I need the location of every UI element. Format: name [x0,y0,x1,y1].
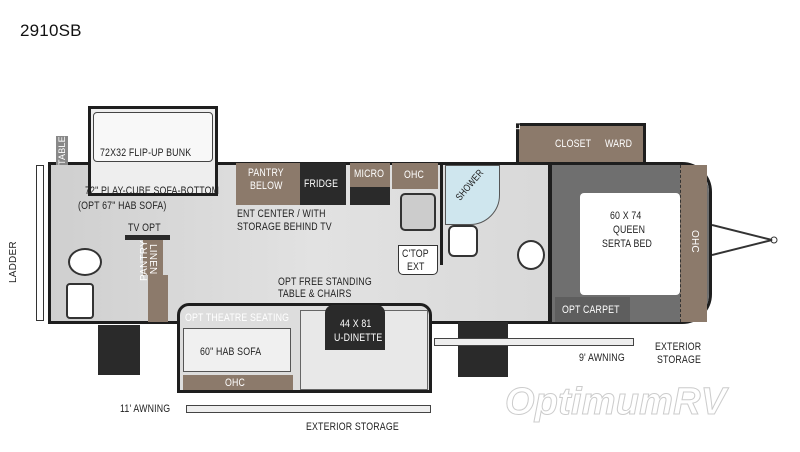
linen-label: LINEN [512,99,523,130]
bedroom-ohc [680,165,707,322]
ctop-label: EXT [407,261,425,273]
linen-cabinet [143,240,163,275]
dinette-label: U-DINETTE [334,332,383,344]
exterior-storage-label: STORAGE [657,354,701,366]
bed-label: QUEEN [613,224,646,236]
pantry-below [236,163,300,205]
entry-steps [98,325,140,375]
watermark-logo: OptimumRV [504,381,727,423]
ent-center-label: STORAGE BEHIND TV [237,221,332,233]
sofa-label: (OPT 67" HAB SOFA) [78,200,167,212]
bed-label: SERTA BED [602,238,653,250]
kitchen-sink-icon [400,193,436,231]
hab-sofa[interactable] [183,328,291,372]
linen-left-label: LINEN [147,244,158,275]
closet-label: CLOSET [555,138,592,150]
ward-label: WARD [605,138,633,150]
ladder-label: LADDER [8,241,19,283]
wall [125,235,170,240]
ladder[interactable] [36,165,44,321]
pantry-below-label: BELOW [250,180,283,192]
kitchen-ohc-label: OHC [404,169,425,181]
bath-sink-icon [448,225,478,257]
closet-slide [516,123,646,165]
bed-label: 60 X 74 [610,210,642,222]
pantry-left-label: PANTRY [139,240,150,281]
ctop-label: C'TOP [402,248,429,260]
sink-icon [66,283,94,319]
awning-11-label: 11' AWNING [120,403,171,415]
table-chairs-label: TABLE & CHAIRS [278,288,352,300]
tv-opt-label: TV OPT [128,222,161,234]
entry-steps [458,322,508,377]
toilet-icon [517,240,545,270]
opt-carpet [555,297,630,322]
table-chairs-label: OPT FREE STANDING [278,276,372,288]
awning-9-label: 9' AWNING [579,352,625,364]
table-label: TABLE [56,136,68,165]
bath-wall-right [548,165,552,322]
bedroom-ohc-label: OHC [689,230,700,253]
exterior-storage-label: EXTERIOR [655,341,702,353]
toilet-icon [68,248,102,276]
sofa-label: 72" PLAY-CUBE SOFA-BOTTOM [85,185,220,197]
hab-sofa-label: 60" HAB SOFA [200,346,262,358]
micro-label: MICRO [354,168,385,180]
bunk-label: 72X32 FLIP-UP BUNK [100,147,192,159]
countertop-extension [398,245,438,275]
shower [445,165,500,225]
awning-9 [434,338,634,346]
opt-carpet-label: OPT CARPET [562,304,620,316]
slide-ohc [183,375,293,390]
pantry-below-label: PANTRY [248,167,284,179]
flip-up-bunk[interactable] [93,112,213,162]
microwave [350,163,390,205]
dinette-table [325,305,385,350]
kitchen-ohc [392,163,438,189]
ent-center-label: ENT CENTER / WITH [237,208,326,220]
dinette-label: 44 X 81 [340,318,372,330]
model-title: 2910SB [20,21,82,40]
fridge [300,163,346,205]
bath-wall [440,165,443,265]
theatre-seating-label: OPT THEATRE SEATING [185,312,290,324]
slide-ohc-label: OHC [225,377,246,389]
hitch-icon [712,224,778,256]
awning-11 [186,405,431,413]
fridge-label: FRIDGE [304,178,339,190]
pantry-cabinet [148,275,168,322]
queen-bed[interactable] [580,193,680,295]
exterior-storage-label: EXTERIOR STORAGE [306,421,399,433]
